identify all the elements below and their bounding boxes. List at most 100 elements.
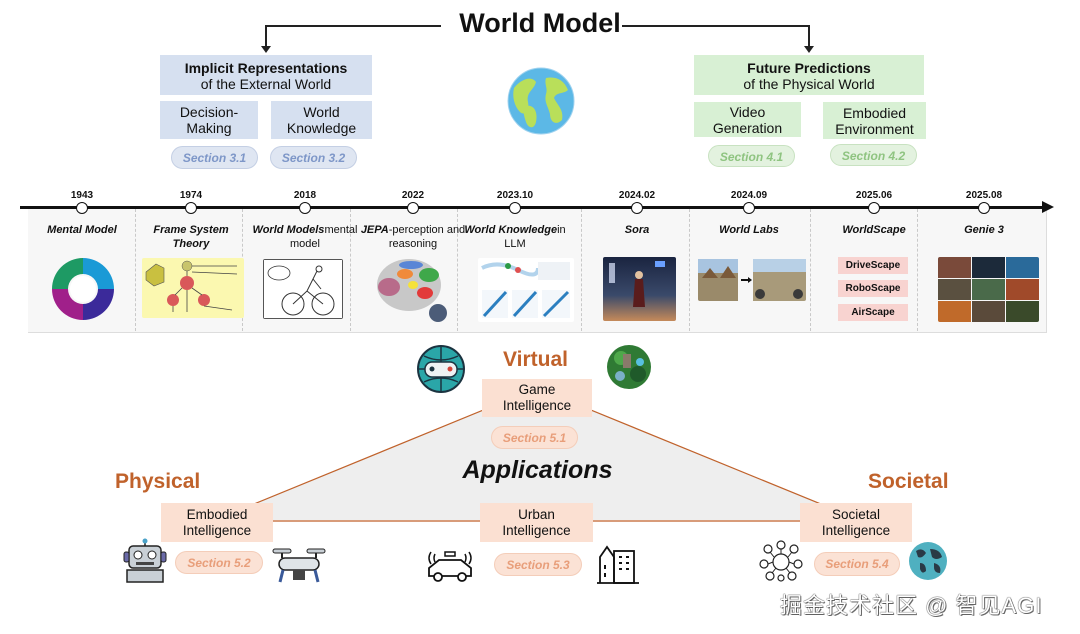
timeline-milestone-label: Frame System Theory [136,223,246,251]
fantasy-game-world-icon [607,345,651,389]
jepa-brain-diagram-icon [377,259,447,322]
region-label-physical: Physical [115,470,201,493]
section-4-2-pill[interactable]: Section 4.2 [830,144,917,166]
roboscape-tag: RoboScape [838,280,908,297]
timeline-arrow-icon [1042,201,1054,213]
societal-intelligence-box: Societal Intelligence [800,503,912,542]
timeline-milestone-marker[interactable] [407,202,419,214]
applications-title: Applications [462,456,613,484]
cyclist-world-model-icon [263,259,343,319]
earth-globe-icon [507,67,575,135]
timeline-milestone-label: World Labs [694,223,804,237]
timeline-date: 2024.09 [730,190,768,201]
timeline-date: 2025.06 [855,190,893,201]
milestone-title: World Models [252,224,325,236]
region-label-virtual: Virtual [503,348,568,371]
robot-icon [123,538,167,583]
timeline-date: 1974 [179,190,203,201]
future-heading-bold: Future Predictions [747,60,871,76]
timeline-date: 2024.02 [618,190,656,201]
timeline-date: 1943 [70,190,94,201]
milestone-title: Genie 3 [964,224,1004,236]
timeline-milestone-marker[interactable] [299,202,311,214]
section-3-1-pill[interactable]: Section 3.1 [171,146,258,169]
timeline-separator [350,209,351,331]
watermark: 掘金技术社区 @ 智见AGI [780,593,1043,618]
drivescape-tag: DriveScape [838,257,908,274]
implicit-heading-bold: Implicit Representations [184,60,348,76]
timeline-axis [20,206,1044,209]
section-5-1-pill[interactable]: Section 5.1 [491,426,578,449]
timeline-date: 2018 [293,190,317,201]
timeline-milestone-marker[interactable] [743,202,755,214]
milestone-title: World Knowledge [464,224,558,236]
social-network-icon [759,540,803,582]
milestone-subtitle: -perception and reasoning [388,224,466,250]
city-buildings-icon [597,545,639,584]
timeline-separator [581,209,582,331]
section-5-3-pill[interactable]: Section 5.3 [494,553,582,576]
timeline-milestone-marker[interactable] [631,202,643,214]
section-3-2-pill[interactable]: Section 3.2 [270,146,357,169]
future-heading-rest: of the Physical World [743,76,875,92]
embodied-environment-box: Embodied Environment [823,102,926,139]
timeline-milestone-label: World Knowledgein LLM [460,223,570,251]
decision-making-box: Decision-Making [160,101,258,139]
sora-video-still-icon [603,257,676,321]
embodied-intelligence-box: Embodied Intelligence [161,503,273,542]
urban-intelligence-box: Urban Intelligence [480,503,593,542]
world-knowledge-plots-icon [478,258,574,322]
timeline-separator [457,209,458,331]
timeline-separator [135,209,136,331]
connector-left-drop [265,25,267,47]
implicit-heading-rest: of the External World [200,76,332,92]
mental-model-diagram-icon [52,258,114,320]
timeline-milestone-marker[interactable] [509,202,521,214]
milestone-title: Mental Model [47,224,117,236]
timeline-milestone-label: Sora [582,223,692,237]
timeline-milestone-label: Genie 3 [929,223,1039,237]
drone-icon [272,548,326,583]
video-generation-box: Video Generation [694,102,801,137]
timeline-milestone-label: JEPA-perception and reasoning [358,223,468,251]
timeline-milestone-marker[interactable] [978,202,990,214]
timeline-separator [689,209,690,331]
timeline-milestone-marker[interactable] [868,202,880,214]
section-5-2-pill[interactable]: Section 5.2 [175,551,263,574]
timeline-milestone-marker[interactable] [185,202,197,214]
timeline-separator [917,209,918,331]
timeline-milestone-label: World Modelsmental model [250,223,360,251]
arrow-left [261,46,271,53]
timeline-milestone-marker[interactable] [76,202,88,214]
world-labs-scene-icon [698,259,806,301]
region-label-societal: Societal [868,470,949,493]
timeline-milestone-label: WorldScape [819,223,929,237]
autonomous-car-icon [428,551,472,582]
connector-right-drop [808,25,810,47]
timeline-separator [810,209,811,331]
milestone-title: Sora [624,224,650,236]
genie-3-scenes-grid-icon [938,257,1039,322]
connector-right [622,25,810,27]
game-intelligence-box: Game Intelligence [482,379,592,417]
section-5-4-pill[interactable]: Section 5.4 [814,552,900,576]
frame-system-diagram-icon [142,258,244,318]
timeline-milestone-label: Mental Model [27,223,137,237]
milestone-title: Frame System Theory [153,224,229,250]
connector-left [265,25,441,27]
milestone-title: WorldScape [842,224,906,236]
milestone-subtitle: mental model [290,224,358,250]
arrow-right [804,46,814,53]
timeline-date: 2022 [401,190,425,201]
implicit-representations-heading: Implicit Representations of the External… [160,55,372,95]
airscape-tag: AirScape [838,304,908,321]
game-controller-globe-icon [417,345,465,393]
timeline-date: 2023.10 [496,190,534,201]
future-predictions-heading: Future Predictions of the Physical World [694,55,924,95]
world-map-globe-icon [909,542,947,580]
world-knowledge-box: World Knowledge [271,101,372,139]
diagram-title: World Model [459,8,621,38]
milestone-title: JEPA [360,224,389,236]
milestone-title: World Labs [719,224,779,236]
section-4-1-pill[interactable]: Section 4.1 [708,145,795,167]
